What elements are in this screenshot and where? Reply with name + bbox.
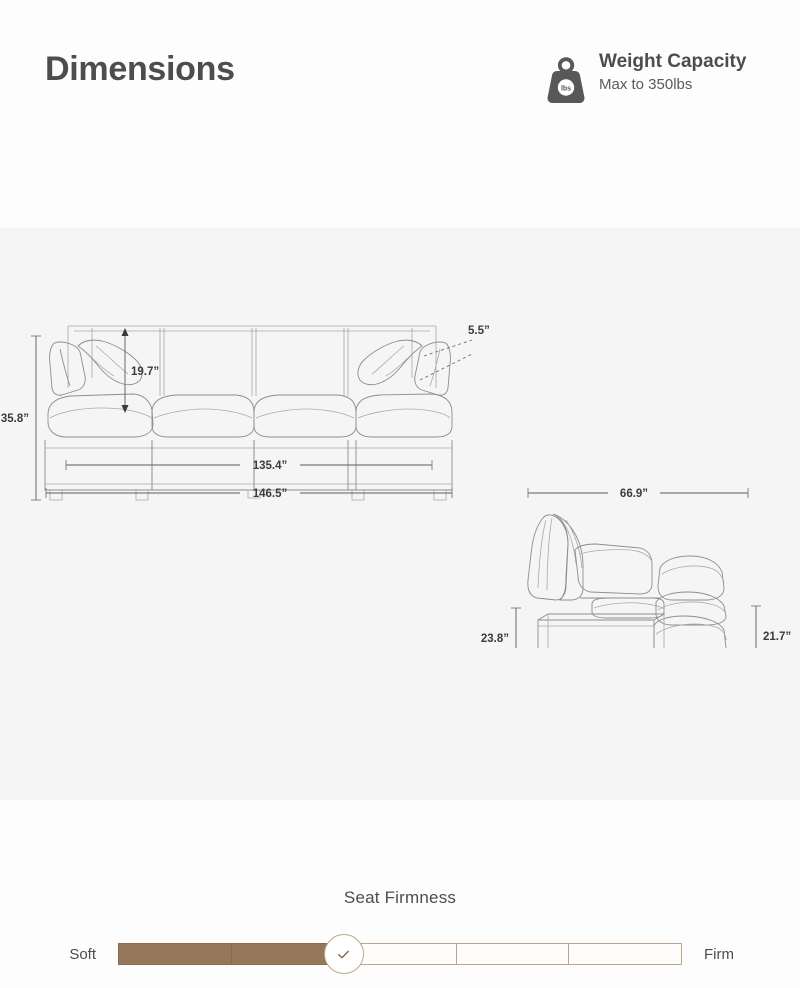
weight-icon: lbs <box>545 54 587 104</box>
dim-inner-width: 135.4” <box>253 460 288 472</box>
diagram-band: 35.8” 19.7” 5.5” 135.4” <box>0 228 800 974</box>
dim-chaise-height: 21.7” <box>763 631 791 643</box>
page-title: Dimensions <box>45 50 235 88</box>
weight-capacity-text: Weight Capacity Max to 350lbs <box>599 50 746 94</box>
side-view-sofa: 23.8” 21.7” 66.9” <box>481 488 791 648</box>
firmness-firm-label: Firm <box>704 945 734 963</box>
firmness-slider-row: Soft Firm <box>0 930 800 978</box>
page-header: Dimensions lbs Weight Capacity Max to 35… <box>0 0 800 228</box>
seat-firmness-title: Seat Firmness <box>343 888 457 907</box>
weight-capacity-block: lbs Weight Capacity Max to 350lbs <box>545 50 746 104</box>
firmness-slider-handle[interactable] <box>323 934 364 974</box>
svg-text:lbs: lbs <box>561 85 571 92</box>
weight-capacity-title: Weight Capacity <box>599 51 747 72</box>
sofa-technical-drawings: 35.8” 19.7” 5.5” 135.4” <box>1 325 791 648</box>
firmness-segment-4[interactable] <box>456 943 570 965</box>
dim-overall-depth: 66.9” <box>620 488 648 500</box>
front-view-sofa: 35.8” 19.7” 5.5” 135.4” <box>1 325 490 501</box>
dim-overall-width: 146.5” <box>253 488 288 500</box>
diagrams-container: 35.8” 19.7” 5.5” 135.4” <box>0 228 800 648</box>
dim-seat-back-height: 23.8” <box>481 633 509 645</box>
firmness-slider-track[interactable] <box>118 934 682 974</box>
weight-capacity-subtitle: Max to 350lbs <box>599 75 693 93</box>
seat-firmness-section: Seat Firmness Soft <box>0 888 800 988</box>
check-icon <box>335 946 352 963</box>
firmness-soft-label: Soft <box>69 945 96 963</box>
firmness-segment-1[interactable] <box>118 943 232 965</box>
dim-armrest-width: 5.5” <box>468 325 490 337</box>
dim-backrest-height: 19.7” <box>131 366 159 378</box>
dim-overall-height: 35.8” <box>1 413 29 425</box>
firmness-segment-5[interactable] <box>569 943 682 965</box>
